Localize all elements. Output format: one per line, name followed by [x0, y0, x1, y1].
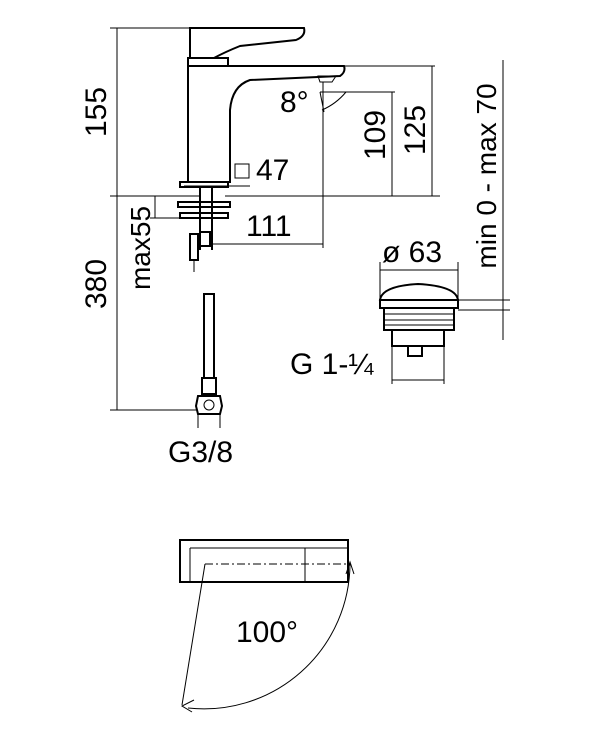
dim-waste-adjust: min 0 - max 70 [471, 83, 502, 268]
dim-spout-height-2: 125 [399, 105, 432, 155]
dim-height-total: 155 [80, 87, 113, 137]
mixer-dimension-lines [110, 27, 440, 428]
dim-hose-thread: G3/8 [168, 436, 233, 469]
dim-spout-angle: 8° [280, 86, 309, 119]
dim-reach: 111 [246, 210, 292, 243]
square-section-icon [234, 163, 250, 179]
dim-body-square: 47 [256, 154, 289, 187]
dim-waste-diameter: ø 63 [382, 236, 442, 269]
dim-hose-length: 380 [80, 259, 113, 309]
mixer-top-view [179, 539, 355, 713]
waste-valve [378, 282, 460, 357]
dim-rotation-angle: 100° [236, 616, 298, 649]
waste-dimension-lines [379, 60, 510, 384]
dim-spout-height-1: 109 [359, 110, 392, 160]
mixer-side-view [177, 27, 346, 415]
dim-waste-thread: G 1-¼ [290, 348, 374, 381]
dim-max-deck: max55 [125, 206, 156, 290]
